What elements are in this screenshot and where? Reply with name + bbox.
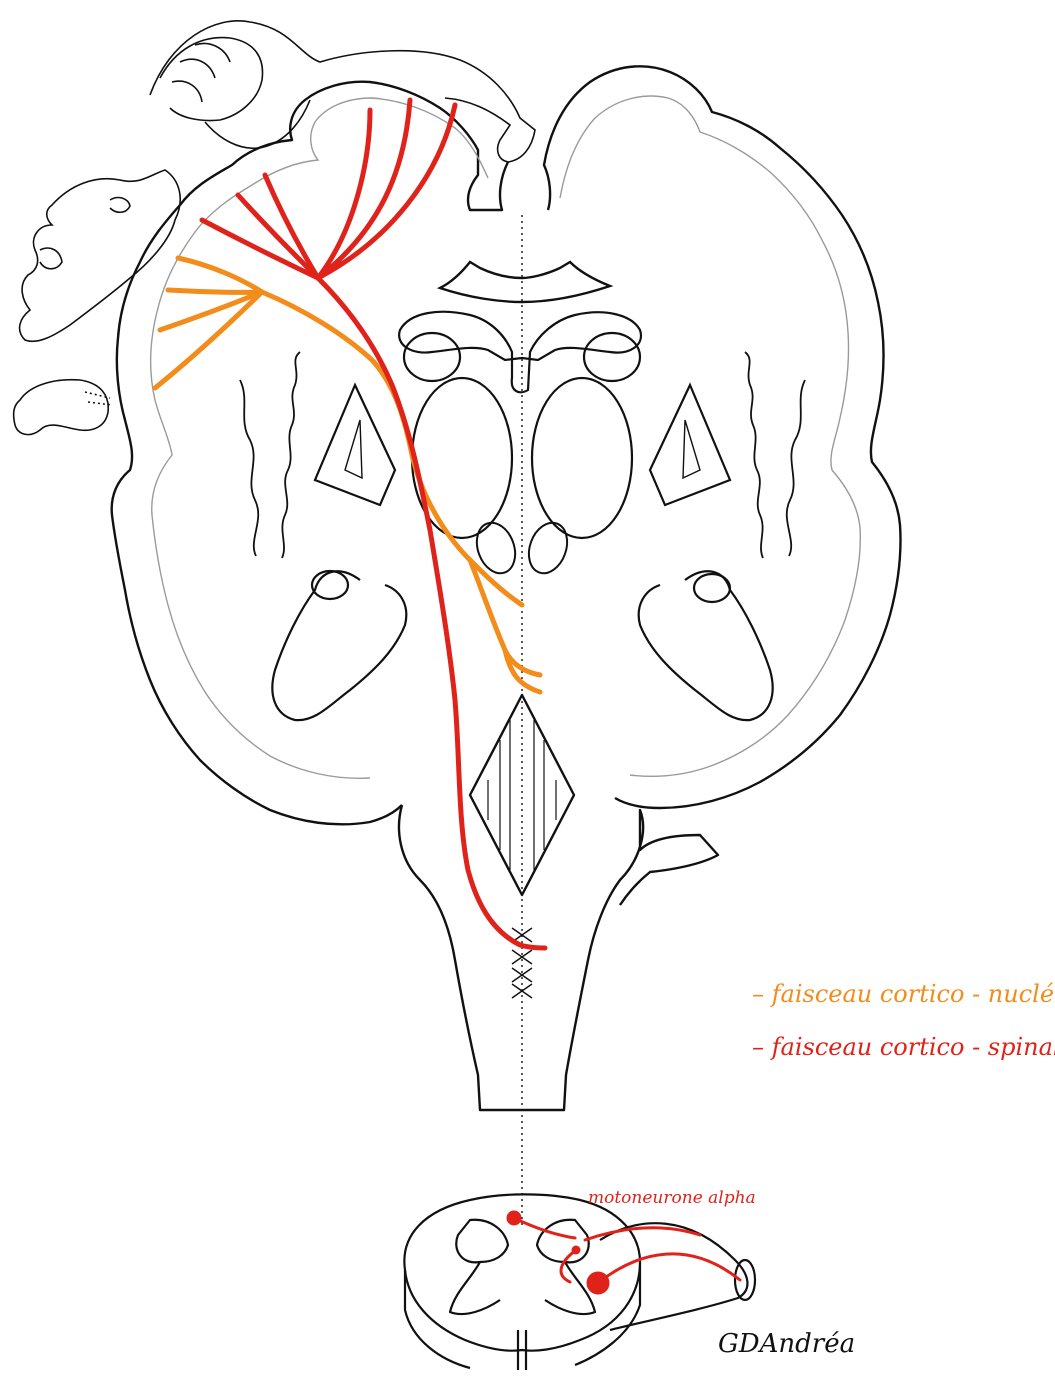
spinal-cord-section bbox=[404, 1194, 755, 1370]
motoneurone-label: motoneurone alpha bbox=[588, 1188, 756, 1208]
legend-label-corticonuclear: faisceau cortico - nucléaire bbox=[770, 980, 1055, 1008]
legend-item-corticospinal: – faisceau cortico - spinal bbox=[752, 1033, 1055, 1061]
temporal-right bbox=[639, 571, 773, 720]
corticonuclear-tract bbox=[155, 258, 540, 692]
corpus-callosum bbox=[440, 262, 610, 302]
left-cortex-inner-line bbox=[151, 98, 488, 778]
temporal-left bbox=[272, 571, 406, 720]
insula-right bbox=[745, 352, 805, 558]
brainstem bbox=[399, 695, 718, 1110]
homunculus-figure bbox=[14, 21, 535, 435]
ventricles-caudate bbox=[399, 312, 641, 393]
artist-signature: GDAndréa bbox=[718, 1329, 855, 1359]
right-hemisphere bbox=[544, 66, 901, 808]
right-cortex-inner-line bbox=[560, 96, 860, 776]
legend-label-corticospinal: faisceau cortico - spinal bbox=[770, 1033, 1055, 1061]
legend: – faisceau cortico - nucléaire – faiscea… bbox=[752, 980, 1055, 1061]
insula-left bbox=[240, 352, 300, 558]
legend-item-corticonuclear: – faisceau cortico - nucléaire bbox=[752, 980, 1055, 1008]
pyramidal-decussation-marks bbox=[512, 928, 532, 998]
